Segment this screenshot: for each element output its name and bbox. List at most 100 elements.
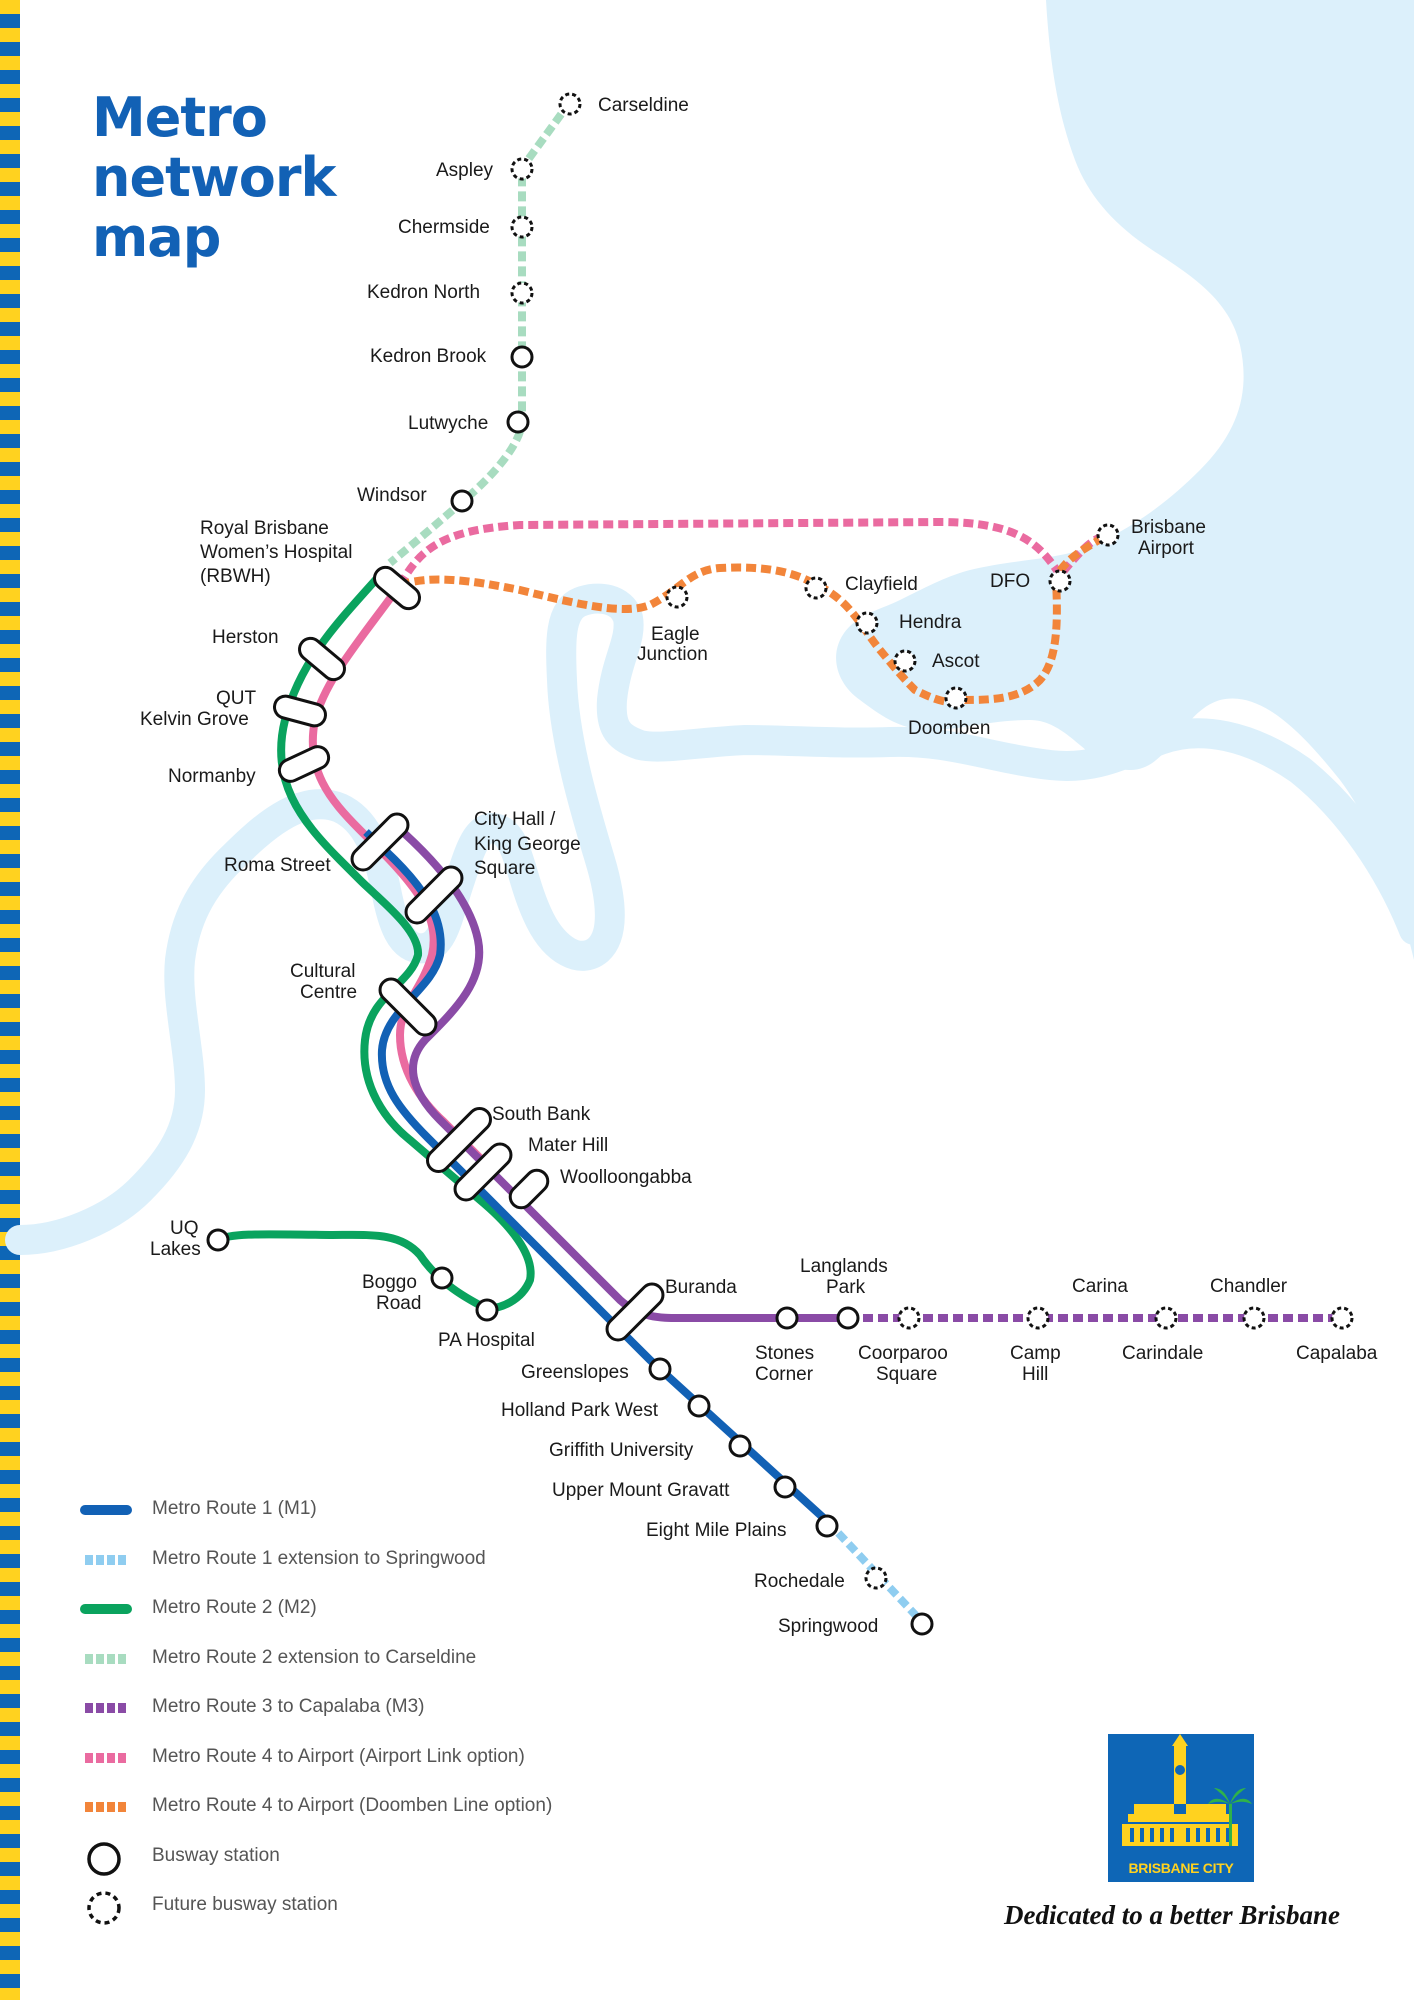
label-kedron-north: Kedron North	[367, 282, 480, 303]
legend-label-m4-airport: Metro Route 4 to Airport (Airport Link o…	[152, 1745, 525, 1767]
station-ascot	[893, 649, 917, 673]
station-labels: Carseldine Aspley Chermside Kedron North…	[140, 95, 1378, 1637]
legend-swatch-busway-station	[87, 1841, 121, 1876]
label-city-hall-1: City Hall /	[474, 809, 556, 830]
station-uq-lakes	[206, 1228, 230, 1252]
label-rbwh-2: Women’s Hospital	[200, 542, 352, 563]
legend-swatch-m3	[85, 1703, 127, 1713]
station-pa-hospital	[475, 1298, 499, 1322]
label-stones-2: Corner	[755, 1364, 814, 1385]
label-boggo-1: Boggo	[362, 1272, 417, 1293]
label-carindale: Carindale	[1122, 1343, 1203, 1364]
title-line-1: Metro	[92, 86, 268, 149]
label-kedron-brook: Kedron Brook	[370, 346, 487, 367]
label-eight-mile-plains: Eight Mile Plains	[646, 1520, 786, 1541]
label-camp-2: Hill	[1022, 1364, 1048, 1385]
label-qut-2: Kelvin Grove	[140, 709, 249, 730]
station-mater-hill	[453, 1142, 513, 1202]
legend-swatch-future-station	[87, 1891, 121, 1925]
legend-label-m2: Metro Route 2 (M2)	[152, 1597, 317, 1618]
label-rbwh-3: (RBWH)	[200, 566, 271, 587]
legend-item-m3: Metro Route 3 to Capalaba (M3)	[80, 1696, 700, 1748]
legend-label-m3: Metro Route 3 to Capalaba (M3)	[152, 1696, 425, 1717]
legend-label-future-station: Future busway station	[152, 1894, 338, 1915]
brisbane-river	[5, 0, 1414, 1255]
station-clayfield	[804, 576, 828, 600]
route-m4-main-line	[308, 582, 483, 1161]
label-stones-1: Stones	[755, 1343, 814, 1364]
station-eagle-junction	[665, 585, 689, 609]
label-airport-1: Brisbane	[1131, 517, 1206, 538]
tagline: Dedicated to a better Brisbane	[1004, 1900, 1340, 1930]
river-channel	[5, 583, 1414, 1255]
legend-label-busway-station: Busway station	[152, 1844, 280, 1866]
station-springwood	[910, 1612, 934, 1636]
future-stations	[510, 92, 1354, 1590]
label-roma-street: Roma Street	[224, 855, 331, 876]
legend-item-m4-doomben: Metro Route 4 to Airport (Doomben Line o…	[80, 1795, 700, 1847]
label-qut-1: QUT	[216, 688, 257, 709]
station-capalaba	[1330, 1306, 1354, 1330]
station-coorparoo-square	[897, 1306, 921, 1330]
label-rbwh-1: Royal Brisbane	[200, 518, 329, 539]
station-woolloongabba	[508, 1168, 550, 1210]
station-upper-mount-gravatt	[773, 1475, 797, 1499]
title-line-3: map	[92, 206, 221, 269]
label-upper-mt-gravatt: Upper Mount Gravatt	[552, 1480, 730, 1501]
station-chandler	[1242, 1306, 1266, 1330]
legend-item-m2: Metro Route 2 (M2)	[80, 1597, 700, 1649]
label-airport-2: Airport	[1138, 538, 1195, 559]
route-m2-extension-line	[387, 99, 574, 567]
route-m2-line	[215, 572, 535, 1313]
station-brisbane-airport	[1096, 523, 1120, 547]
label-woolloongabba: Woolloongabba	[560, 1167, 692, 1188]
logo-text: BRISBANE CITY	[1128, 1860, 1234, 1876]
label-chandler: Chandler	[1210, 1276, 1288, 1297]
label-rochedale: Rochedale	[754, 1571, 845, 1592]
legend-label-m1-extension: Metro Route 1 extension to Springwood	[152, 1547, 486, 1569]
station-griffith-university	[728, 1434, 752, 1458]
legend-swatch-m4-doomben	[85, 1802, 127, 1812]
station-camp-hill	[1026, 1306, 1050, 1330]
station-dfo	[1048, 569, 1072, 593]
legend-swatch-m2	[80, 1604, 132, 1614]
label-uq-2: Lakes	[150, 1239, 201, 1260]
station-chermside	[510, 215, 534, 239]
map-title: Metro network map	[92, 86, 336, 269]
legend-item-m2-extension: Metro Route 2 extension to Carseldine	[80, 1647, 700, 1699]
station-kedron-north	[510, 281, 534, 305]
label-aspley: Aspley	[436, 160, 494, 181]
station-boggo-road	[430, 1266, 454, 1290]
label-uq-1: UQ	[170, 1218, 199, 1239]
label-herston: Herston	[212, 627, 279, 648]
station-langlands-park	[836, 1306, 860, 1330]
label-eagle-2: Junction	[637, 644, 708, 665]
label-boggo-2: Road	[376, 1293, 421, 1314]
label-buranda: Buranda	[665, 1277, 737, 1298]
label-city-hall-2: King George	[474, 834, 581, 855]
station-herston	[298, 636, 346, 682]
station-rochedale	[864, 1566, 888, 1590]
label-capalaba: Capalaba	[1296, 1343, 1378, 1364]
label-cultural-1: Cultural	[290, 961, 355, 982]
station-holland-park-west	[687, 1394, 711, 1418]
label-langlands-1: Langlands	[800, 1256, 888, 1277]
legend-item-future-station: Future busway station	[80, 1891, 700, 1946]
label-camp-1: Camp	[1010, 1343, 1061, 1364]
station-carindale	[1154, 1306, 1178, 1330]
legend-swatch-m2-extension	[85, 1653, 127, 1664]
station-city-hall	[404, 865, 464, 925]
label-cultural-2: Centre	[300, 982, 357, 1003]
station-roma-street	[350, 812, 410, 872]
label-coorparoo-2: Square	[876, 1364, 937, 1385]
legend-item-m1: Metro Route 1 (M1)	[80, 1498, 700, 1550]
left-border-strip	[0, 0, 20, 2000]
river-bay-top-right	[836, 0, 1414, 960]
legend: Metro Route 1 (M1) Metro Route 1 extensi…	[80, 1498, 700, 1946]
city-hall-tower-icon	[1122, 1734, 1252, 1846]
station-doomben	[944, 686, 968, 710]
station-lutwyche	[506, 410, 530, 434]
label-hendra: Hendra	[899, 612, 962, 633]
label-dfo: DFO	[990, 571, 1030, 592]
